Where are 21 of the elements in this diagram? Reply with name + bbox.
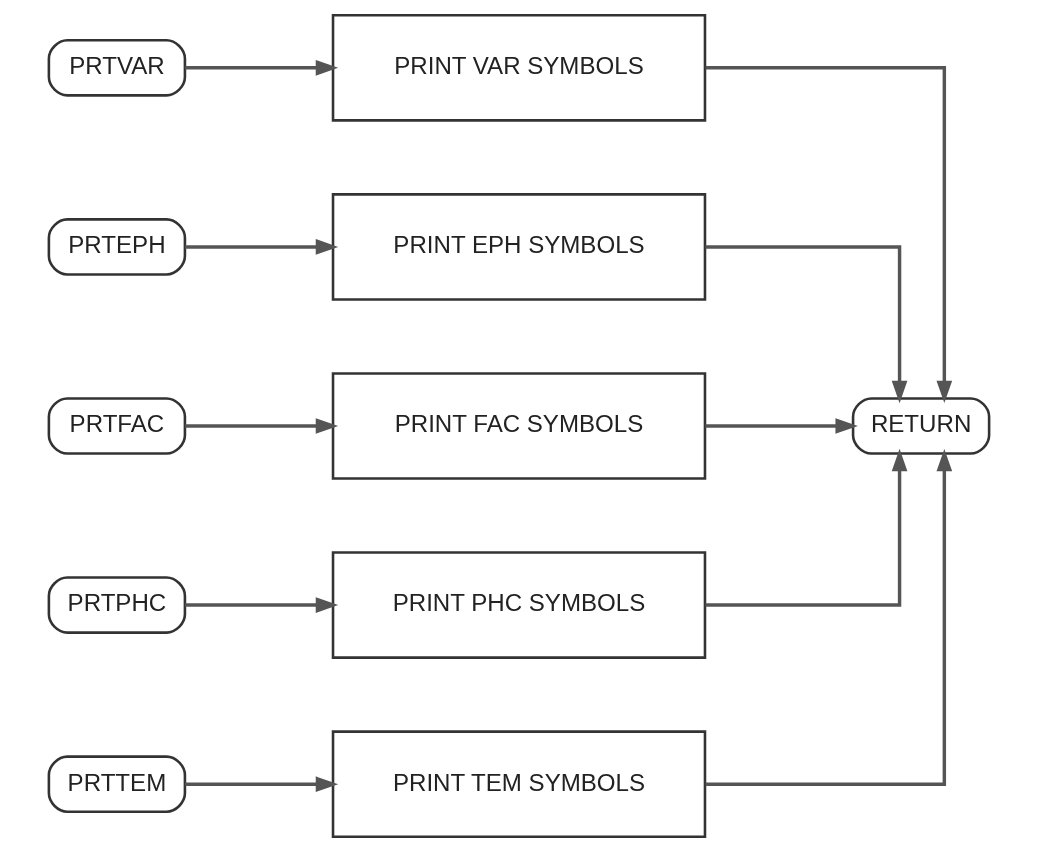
node-box: PRINT EPH SYMBOLS [331, 193, 706, 301]
arrow [705, 66, 952, 404]
node-box: PRTTEM [47, 755, 186, 813]
node-box: PRINT VAR SYMBOLS [331, 14, 706, 122]
node-box: PRINT PHC SYMBOLS [331, 551, 706, 659]
arrow [704, 418, 858, 434]
node-box: PRINT TEM SYMBOLS [331, 730, 706, 838]
node-box: PRINT FAC SYMBOLS [331, 372, 706, 480]
arrow [184, 418, 338, 434]
node-box: PRTPHC [47, 576, 186, 634]
arrow [704, 245, 907, 404]
node-box: RETURN [851, 397, 990, 455]
arrow [184, 597, 338, 613]
arrow [184, 776, 338, 793]
arrow [184, 239, 338, 255]
arrow [704, 448, 907, 607]
arrow [705, 448, 952, 786]
node-box: PRTEPH [47, 218, 186, 276]
node-box: PRTVAR [47, 39, 186, 97]
arrow [184, 59, 338, 76]
node-box: PRTFAC [47, 397, 186, 455]
